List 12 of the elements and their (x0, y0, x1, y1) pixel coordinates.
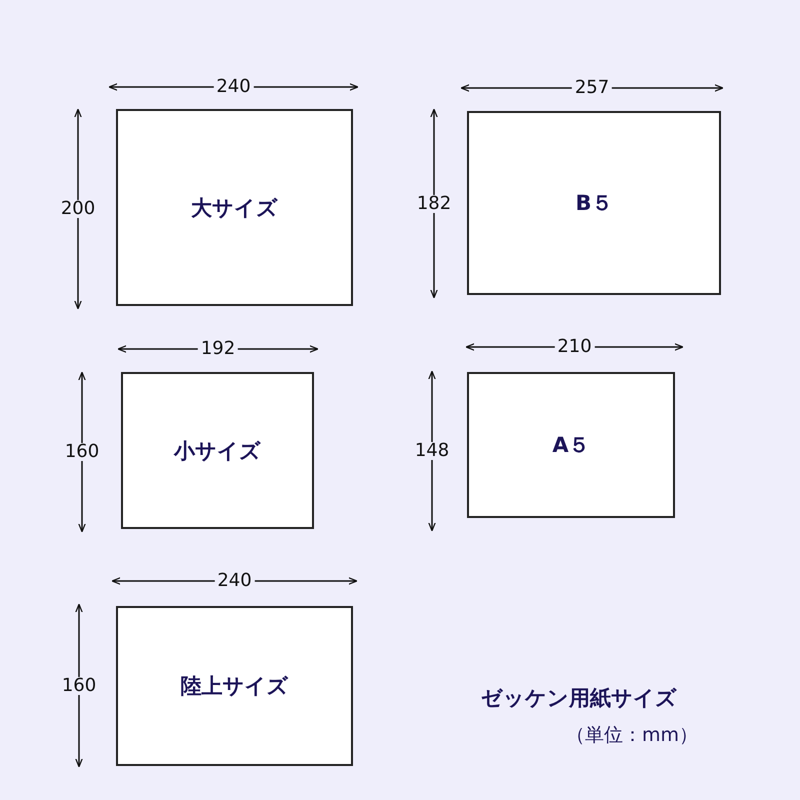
size-name: B５ (575, 190, 612, 217)
size-name: 小サイズ (174, 438, 261, 464)
paper-box (121, 372, 314, 529)
paper-box (467, 111, 721, 295)
paper-box (116, 109, 353, 306)
title: ゼッケン用紙サイズ (481, 685, 677, 712)
size-name: 陸上サイズ (180, 673, 288, 700)
size-name: 大サイズ (191, 194, 278, 222)
paper-box (467, 372, 675, 518)
paper-box (116, 606, 353, 766)
size-name: A５ (552, 432, 590, 459)
caption: （単位：mm） (566, 723, 698, 748)
